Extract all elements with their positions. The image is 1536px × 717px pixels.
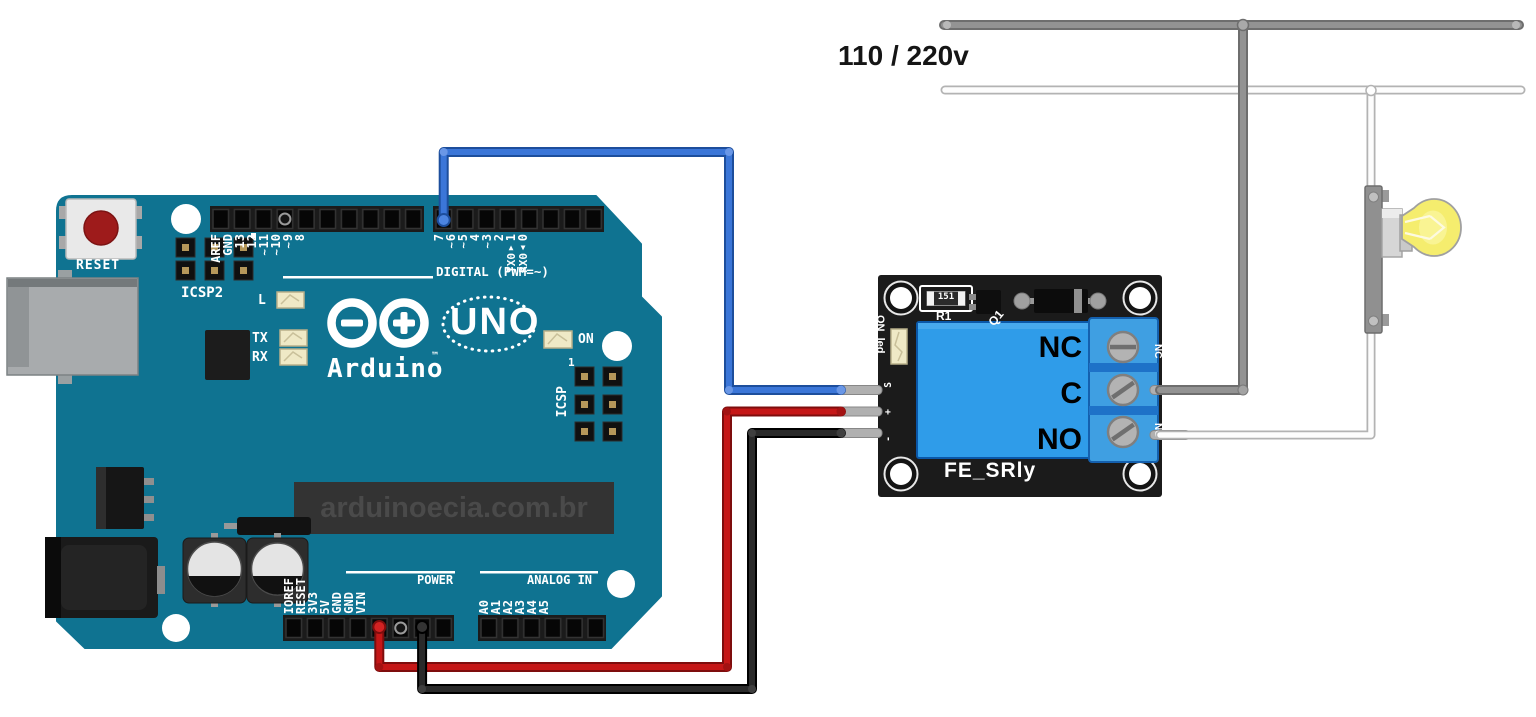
analog-caption: ANALOG IN <box>527 573 593 587</box>
serial-arrow-icon: ▼ <box>520 243 526 253</box>
r1-label: R1 <box>936 309 952 323</box>
mount-hole <box>602 331 632 361</box>
crystal-chip <box>205 330 250 380</box>
side-label: NC <box>1152 344 1163 359</box>
gnd-ring-power <box>394 621 408 635</box>
led-tx <box>279 329 308 347</box>
reset-button-art <box>59 198 142 260</box>
capacitor <box>182 533 247 607</box>
digital-header-right <box>433 206 604 232</box>
contact-label: NC <box>1038 331 1082 364</box>
power-caption: POWER <box>417 573 454 587</box>
relay-mount-holes <box>883 280 1158 492</box>
bulb-bracket <box>1364 185 1389 334</box>
gnd-ring-top <box>278 212 292 226</box>
vcc-wire <box>372 406 846 672</box>
led-on <box>543 330 573 349</box>
relay-status-led <box>890 328 908 365</box>
arduino-logo <box>327 295 537 353</box>
onled-label: ON_led <box>874 315 886 354</box>
brand-label: Arduino <box>327 354 444 384</box>
power-jack <box>45 537 165 618</box>
relay-module-name: FE_SRly <box>944 459 1037 482</box>
serial-arrow-icon: ▲ <box>508 243 514 253</box>
led-l <box>276 291 305 309</box>
contact-label: NO <box>1037 423 1082 456</box>
led-tx-label: TX <box>252 331 268 346</box>
gnd-wire <box>415 428 846 694</box>
mains-voltage-label: 110 / 220v <box>838 40 969 71</box>
mount-hole <box>607 570 635 598</box>
icsp2-label: ICSP2 <box>181 285 224 301</box>
terminal-side-labels: NC NO <box>1152 344 1163 438</box>
contact-label: C <box>1060 377 1082 410</box>
led-rx-label: RX <box>252 350 268 365</box>
digital-right-labels: 7 6 ~ 5 ~ 4 3 ~ 2 <box>432 234 604 274</box>
digital-header-left <box>210 206 424 232</box>
brand-tm: ™ <box>432 351 439 362</box>
led-on-label: ON <box>578 332 594 347</box>
smd-diode <box>224 517 311 535</box>
led-l-label: L <box>258 293 266 308</box>
pin-label: 1 ▲ TX0 <box>504 234 518 274</box>
transistor-q1 <box>969 290 1001 314</box>
usb-connector <box>6 270 139 384</box>
reset-label: RESET <box>76 258 121 273</box>
icsp-header <box>574 366 623 442</box>
mount-hole <box>162 614 190 642</box>
icsp2-header <box>175 233 256 281</box>
diode <box>1013 289 1107 313</box>
digital-caption: DIGITAL (PWM=~) <box>436 264 549 279</box>
voltage-regulator <box>96 467 154 529</box>
r1-value: 151 <box>937 292 955 302</box>
signal-wire <box>436 147 846 395</box>
capacitor <box>246 533 309 607</box>
relay-contact-labels: NC C NO <box>946 333 1082 455</box>
analog-header <box>478 615 606 641</box>
bulb-glass <box>1401 198 1462 257</box>
watermark: arduinoecia.com.br <box>320 492 588 524</box>
icsp-pin1-label: 1 <box>568 356 575 369</box>
uno-label: UNO <box>450 301 541 343</box>
led-rx <box>279 348 308 366</box>
pin-label: 0 ▼ RX0 <box>516 234 530 274</box>
live-wire <box>939 18 1524 396</box>
ic-socket <box>294 482 614 534</box>
mount-hole <box>171 204 201 234</box>
side-label: NO <box>1152 423 1163 438</box>
arduino-board <box>6 195 662 649</box>
